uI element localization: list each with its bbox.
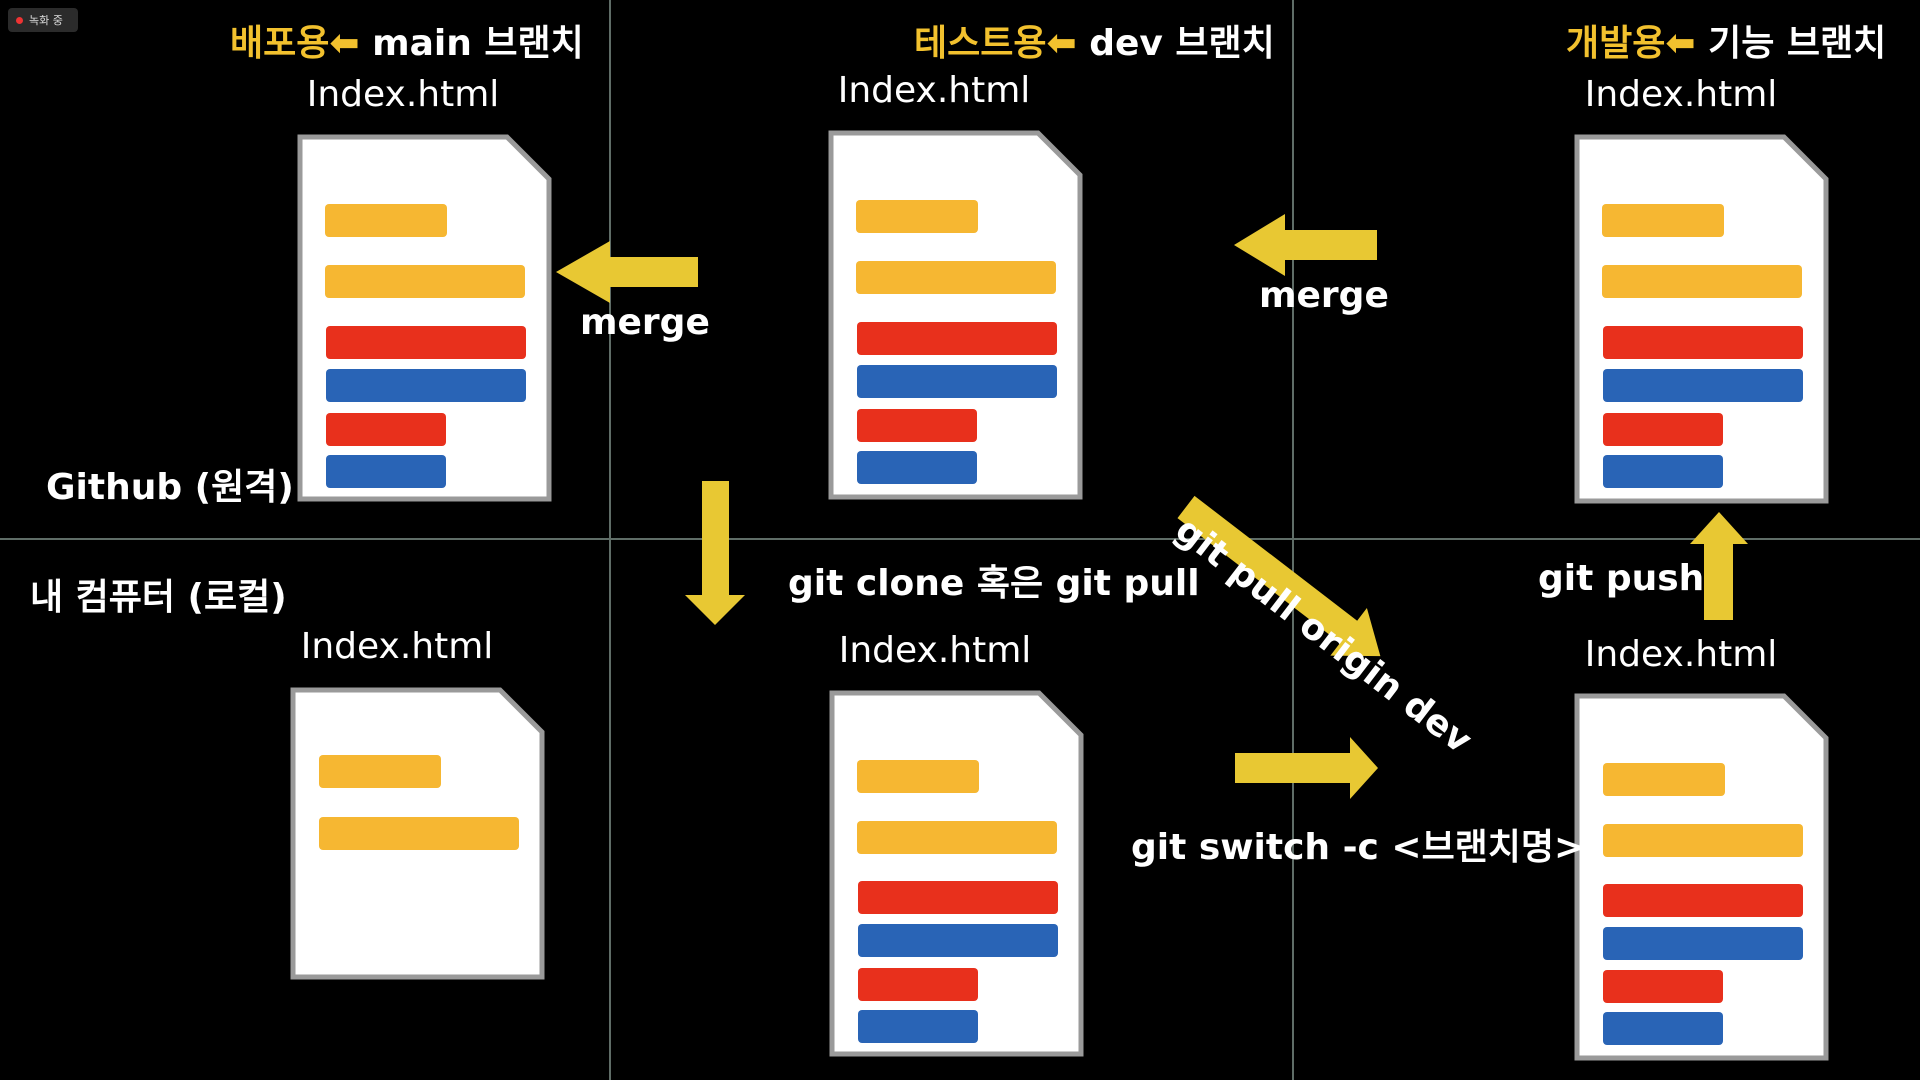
bar [858,924,1058,957]
title-deploy: 배포용⬅ main 브랜치 [230,23,584,64]
bar [1603,884,1803,917]
region-remote-label: Github (원격) [46,467,294,508]
bar [325,204,447,237]
bar [326,455,446,488]
bar [857,451,977,484]
bar [1603,824,1803,857]
document-main [297,134,552,502]
switch-label: git switch -c <브랜치명> [1131,827,1585,868]
bar [326,413,446,446]
title-test: 테스트용⬅ dev 브랜치 [914,23,1275,64]
bar [319,755,441,788]
recording-label: 녹화 중 [29,14,63,27]
bar [319,817,519,850]
record-dot-icon [16,16,23,24]
bar [857,409,977,442]
bar [326,369,526,402]
bar [1603,455,1723,488]
bar [1603,763,1725,796]
bar [1602,265,1802,298]
bar [856,261,1056,294]
recording-badge: 녹화 중 [8,8,78,32]
bar [1603,1012,1723,1045]
document-feature-remote [1574,134,1829,504]
bar [857,322,1057,355]
filename-local-feature: Index.html [1584,74,1778,115]
left-arrow-icon: ⬅ [329,23,360,64]
filename-local-new-branch: Index.html [1584,634,1778,675]
clone-pull-label: git clone 혹은 git pull [788,563,1200,604]
document-local-dev [829,690,1084,1057]
left-arrow-icon: ⬅ [1665,23,1696,64]
bar [1602,204,1724,237]
bar [858,1010,978,1043]
bar [1603,970,1723,1003]
bar [857,365,1057,398]
bar [1603,927,1803,960]
title-dev: 개발용⬅ 기능 브랜치 [1566,23,1887,64]
filename-remote-dev: Index.html [837,70,1031,111]
bar [856,200,978,233]
merge-label-main: merge [580,302,710,343]
bar [858,968,978,1001]
bar [326,326,526,359]
region-local-label: 내 컴퓨터 (로컬) [30,577,287,618]
bar [1603,326,1803,359]
filename-remote-main: Index.html [306,74,500,115]
document-local-new-branch [1574,693,1829,1061]
left-arrow-icon: ⬅ [1046,23,1077,64]
document-dev-remote [828,130,1083,500]
horizontal-divider [0,538,1920,540]
vertical-divider-right [1292,0,1294,1080]
bar [325,265,525,298]
merge-label-dev: merge [1259,275,1389,316]
bar [857,821,1057,854]
bar [1603,413,1723,446]
filename-local-dev: Index.html [838,630,1032,671]
document-local-clone [290,687,545,980]
bar [858,881,1058,914]
push-label: git push [1538,558,1705,599]
bar [1603,369,1803,402]
bar [857,760,979,793]
vertical-divider-left [609,0,611,1080]
filename-local-clone: Index.html [300,626,494,667]
